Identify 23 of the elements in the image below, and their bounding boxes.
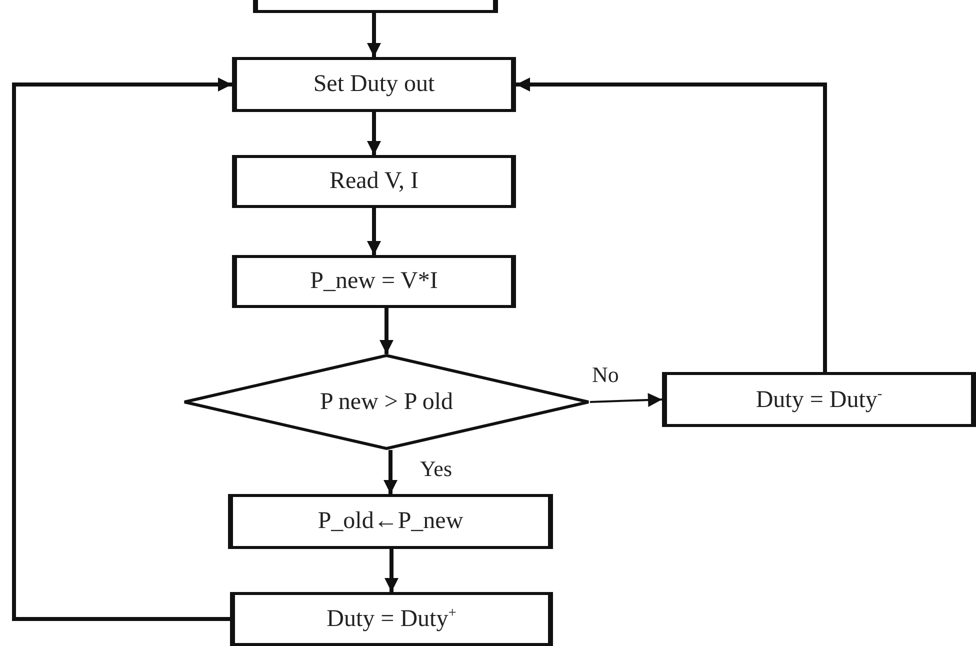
process-box — [230, 592, 553, 646]
process-box — [662, 372, 976, 427]
process-box — [232, 155, 516, 208]
node-text: Duty = Duty$^{-}$ — [756, 386, 882, 414]
process-box — [253, 0, 498, 13]
arrow — [516, 78, 827, 372]
arrow — [367, 112, 381, 155]
process-box — [232, 255, 516, 308]
arrow — [12, 78, 232, 621]
node-text: P_old←P_new — [318, 508, 464, 535]
arrow — [590, 393, 662, 407]
arrow — [384, 450, 398, 494]
node-text: P new > P old — [320, 388, 454, 416]
arrow — [367, 13, 381, 57]
arrow — [380, 308, 394, 354]
arrow — [384, 549, 398, 592]
process-box — [232, 57, 516, 112]
arrow — [367, 208, 381, 255]
process-box — [228, 494, 553, 549]
node-text: Duty = Duty$^{+}$ — [326, 605, 456, 633]
node-text: P_new = V*I — [310, 268, 438, 295]
node-text: Set Duty out — [313, 71, 435, 98]
node-text: Read V, I — [329, 168, 419, 195]
